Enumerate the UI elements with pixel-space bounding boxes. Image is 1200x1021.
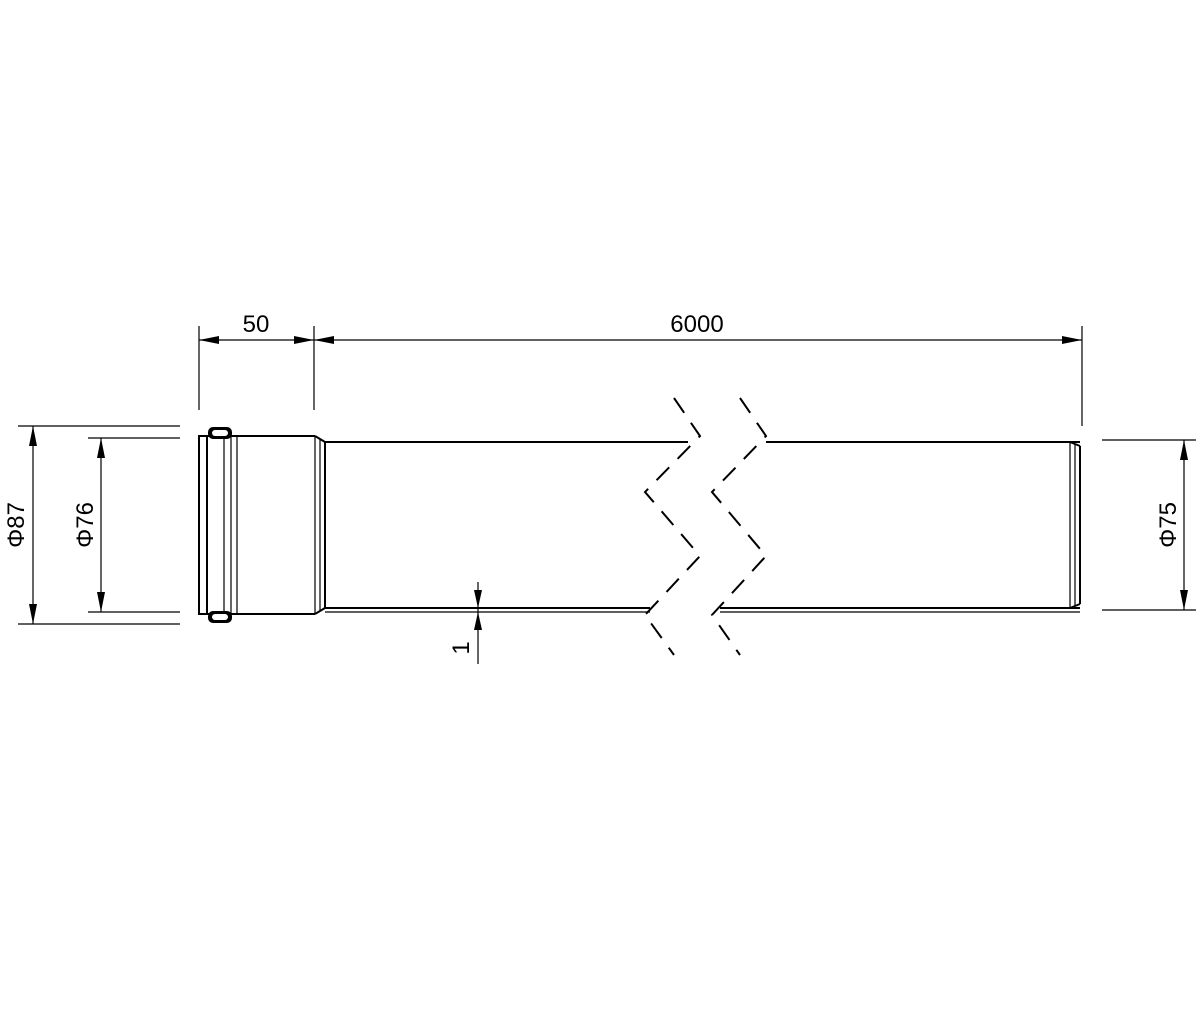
pipe-body (325, 441, 1081, 613)
dimension-socket-length: 50 (198, 311, 315, 410)
wall-thickness-label: 1 (448, 641, 475, 654)
pipe-outer-diameter-label: Φ75 (1155, 502, 1182, 548)
break-lines (643, 397, 768, 656)
inner-socket-diameter-label: Φ76 (72, 502, 99, 548)
break-line-right (710, 397, 768, 656)
outer-socket-diameter-label: Φ87 (3, 502, 30, 548)
socket (198, 427, 326, 623)
socket-length-label: 50 (243, 311, 270, 338)
dimension-pipe-outer-diameter: Φ75 (1102, 439, 1196, 611)
break-line-left (643, 397, 702, 656)
socket-end-face (198, 435, 208, 615)
dimension-wall-thickness: 1 (448, 582, 482, 664)
pipe-length-label: 6000 (670, 311, 723, 338)
dimension-inner-socket-diameter: Φ76 (72, 437, 180, 613)
dimension-outer-socket-diameter: Φ87 (3, 425, 180, 625)
dimension-pipe-length: 6000 (314, 311, 1083, 426)
